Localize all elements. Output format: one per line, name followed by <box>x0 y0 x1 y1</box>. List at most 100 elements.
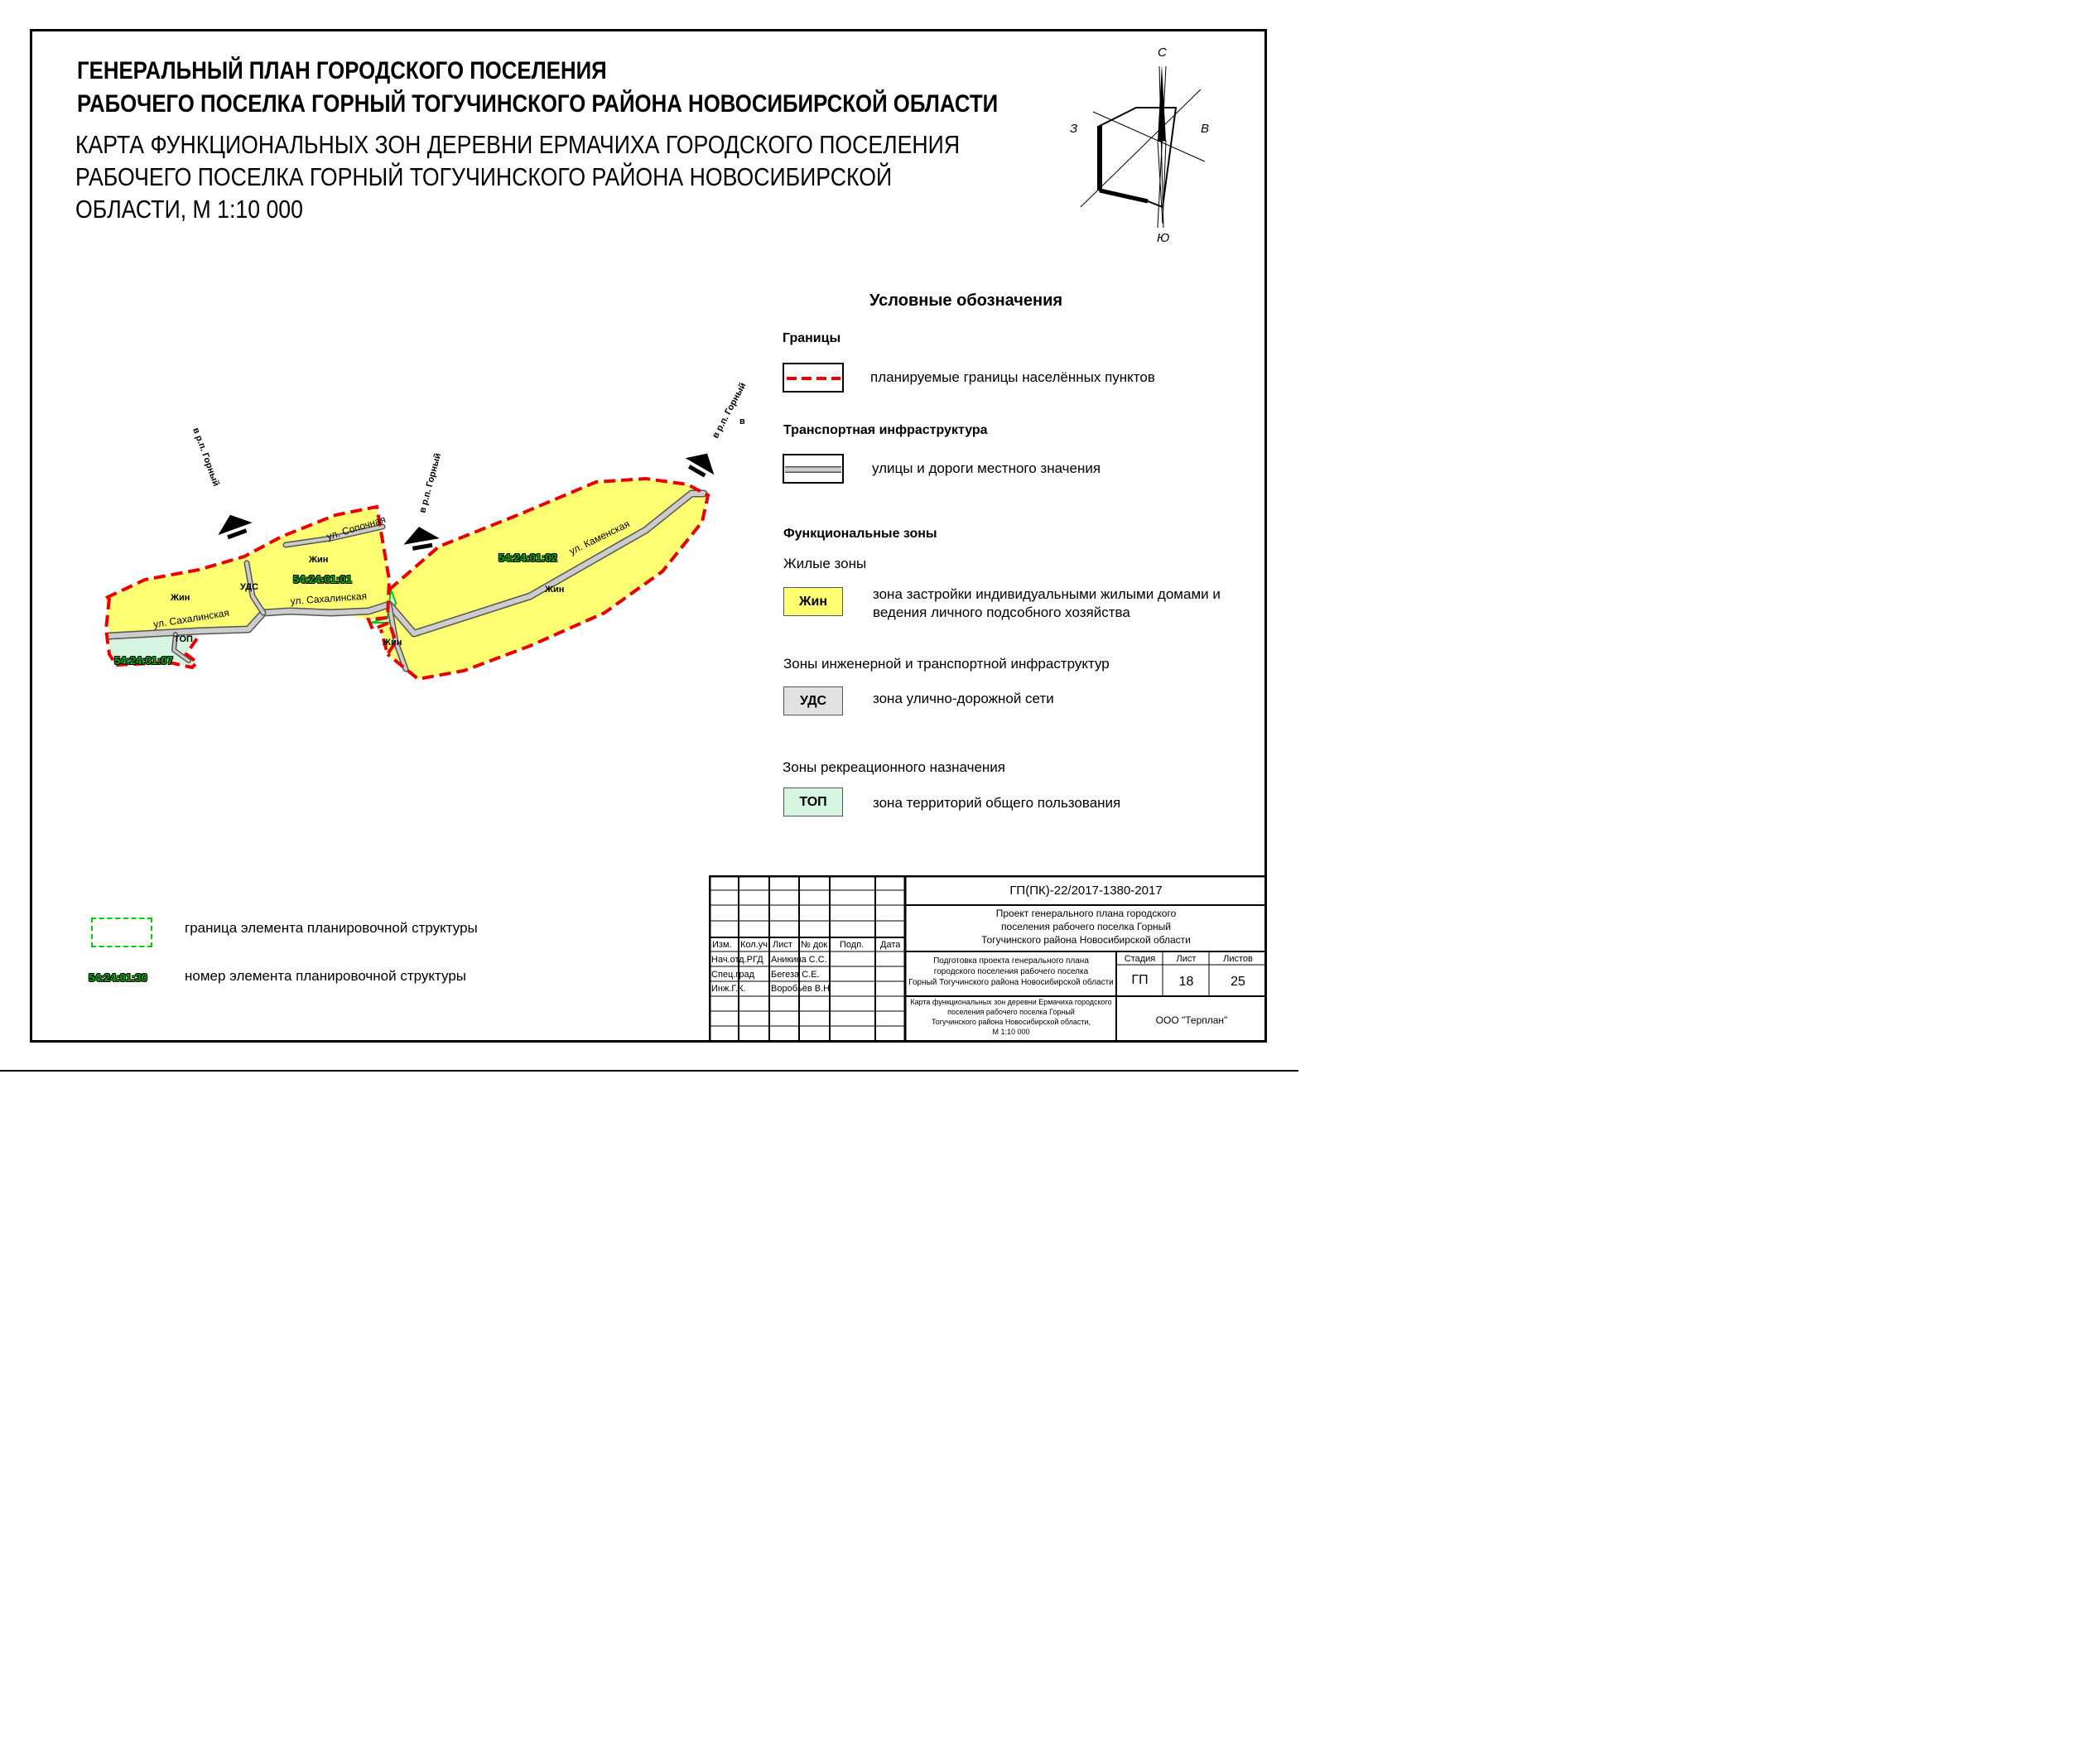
zone-label-uds: УДС <box>240 582 258 592</box>
element-boundary-text: граница элемента планировочной структуры <box>185 920 478 936</box>
zone-label-zhin-south: Жин <box>382 638 402 648</box>
road-top-loop-fill <box>172 633 190 662</box>
road-sopochnaya-fill <box>284 525 384 547</box>
map-caption-line2: поселения рабочего поселка Горный <box>947 1008 1075 1016</box>
compass-rose: С Ю В З <box>1070 46 1209 245</box>
road-uds-link-fill <box>245 561 265 614</box>
compass-north: С <box>1158 46 1167 60</box>
zone-label-zhin-west: Жин <box>170 593 190 603</box>
main-title-line2: РАБОЧЕГО ПОСЕЛКА ГОРНЫЙ ТОГУЧИНСКОГО РАЙ… <box>77 90 999 118</box>
sheet-value: 18 <box>1178 975 1194 989</box>
work-line1: Подготовка проекта генерального плана <box>933 956 1089 966</box>
map-caption-line4: М 1:10 000 <box>992 1028 1030 1036</box>
legend-zhin-box: Жин <box>783 587 843 616</box>
map-caption: Карта функциональных зон деревни Ермачих… <box>906 997 1116 1037</box>
title-block: ГП(ПК)-22/2017-1380-2017 Проект генераль… <box>709 875 1267 1043</box>
direction-label-west: в р.п. Горный <box>190 426 221 488</box>
main-title: ГЕНЕРАЛЬНЫЙ ПЛАН ГОРОДСКОГО ПОСЕЛЕНИЯ РА… <box>77 55 998 121</box>
header-podp: Подп. <box>840 940 865 950</box>
legend-residential-heading: Жилые зоны <box>783 556 867 571</box>
legend-planned-boundary-text: планируемые границы населённых пунктов <box>870 369 1155 385</box>
element-number-east: 54:24:01:02 <box>499 552 557 564</box>
work-line3: Горный Тогучинского района Новосибирской… <box>908 978 1114 987</box>
map-title-line3: ОБЛАСТИ, М 1:10 000 <box>75 195 303 224</box>
map-caption-line1: Карта функциональных зон деревни Ермачих… <box>910 998 1112 1006</box>
role-2: Спец.град <box>711 970 755 980</box>
element-number-west: 54:24:01:07 <box>114 654 173 667</box>
legend-transport-heading: Транспортная инфраструктура <box>783 423 988 437</box>
zone-label-zhin-east: Жин <box>544 585 564 595</box>
map-title-line2: РАБОЧЕГО ПОСЕЛКА ГОРНЫЙ ТОГУЧИНСКОГО РАЙ… <box>75 162 893 191</box>
zone-residential-east <box>381 479 708 679</box>
direction-arrow-east <box>685 453 715 478</box>
element-number-sample: 54:24:01:30 <box>89 971 147 984</box>
legend-planned-boundary-symbol <box>783 363 844 393</box>
project-line3: Тогучинского района Новосибирской област… <box>981 934 1191 946</box>
road-south-branch-fill <box>388 603 407 671</box>
compass-south: Ю <box>1157 231 1169 245</box>
compass-needle <box>1158 65 1166 141</box>
work-line2: городского поселения рабочего поселка <box>933 967 1089 976</box>
legend-uds-text: зона улично-дорожной сети <box>873 691 1054 706</box>
header-list: Лист <box>773 940 792 950</box>
name-1: Аникина С.С. <box>771 955 827 965</box>
road-sakhalinskaya-fill <box>107 491 706 638</box>
legend-roads-symbol <box>783 454 844 484</box>
legend-zhin-text: зона застройки индивидуальными жилыми до… <box>873 585 1221 622</box>
work-title: Подготовка проекта генерального плана го… <box>906 956 1116 988</box>
compass-needle-tail <box>1157 140 1167 224</box>
element-number-text: номер элемента планировочной структуры <box>185 968 466 984</box>
map-title: КАРТА ФУНКЦИОНАЛЬНЫХ ЗОН ДЕРЕВНИ ЕРМАЧИХ… <box>75 128 960 225</box>
boundary-east <box>386 476 710 682</box>
compass-east: В <box>1201 122 1209 136</box>
direction-label-east: в р.п. Горный <box>710 381 748 440</box>
header-ndok: № док <box>801 940 828 950</box>
header-data: Дата <box>880 940 901 950</box>
bottom-rule <box>0 1070 1298 1072</box>
stage-value: ГП <box>1131 973 1149 987</box>
role-3: Инж.Г.К. <box>711 984 746 994</box>
element-boundary-symbol <box>91 918 152 947</box>
main-title-line1: ГЕНЕРАЛЬНЫЙ ПЛАН ГОРОДСКОГО ПОСЕЛЕНИЯ <box>77 57 607 84</box>
legend-top-box: ТОП <box>783 788 843 817</box>
role-1: Нач.отд.РГД <box>711 955 763 965</box>
sheet-frame <box>30 29 1267 1043</box>
map-caption-line3: Тогучинского района Новосибирской област… <box>931 1018 1091 1026</box>
map-title-line1: КАРТА ФУНКЦИОНАЛЬНЫХ ЗОН ДЕРЕВНИ ЕРМАЧИХ… <box>75 130 961 159</box>
legend-infra-heading: Зоны инженерной и транспортной инфрастру… <box>783 656 1110 672</box>
sheet-label: Лист <box>1176 954 1197 964</box>
project-name: Проект генерального плана городского пос… <box>906 907 1266 947</box>
direction-arrow-middle <box>403 527 440 551</box>
doc-code: ГП(ПК)-22/2017-1380-2017 <box>1009 884 1163 898</box>
legend-title: Условные обозначения <box>869 291 1063 310</box>
legend-uds-box: УДС <box>783 686 843 715</box>
direction-label-middle: в р.п. Горный <box>417 452 443 514</box>
compass-thick-bottom <box>1099 188 1149 204</box>
name-2: Бегеза С.Е. <box>771 970 820 980</box>
legend-zhin-line2: ведения личного подсобного хозяйства <box>873 605 1130 620</box>
header-koluch: Кол.уч <box>740 940 768 950</box>
direction-letter-east: в <box>739 417 745 426</box>
settlement-map: в р.п. Горный в р.п. Горный в р.п. Горны… <box>104 381 749 682</box>
legend-zones-heading: Функциональные зоны <box>783 527 937 541</box>
element-number-middle: 54:24:01:01 <box>293 573 352 585</box>
legend-zhin-line1: зона застройки индивидуальными жилыми до… <box>873 586 1221 602</box>
direction-arrow-west <box>218 514 253 540</box>
zone-label-zhin-north: Жин <box>308 555 328 565</box>
boundary-west <box>104 504 398 670</box>
legend-borders-heading: Границы <box>783 331 841 345</box>
compass-west: З <box>1070 122 1077 136</box>
legend-recreation-heading: Зоны рекреационного назначения <box>783 759 1006 775</box>
street-label-sakhalinskaya-mid: ул. Сахалинская <box>290 590 367 607</box>
project-line1: Проект генерального плана городского <box>995 908 1177 919</box>
legend-roads-text: улицы и дороги местного значения <box>872 460 1101 476</box>
sheets-label: Листов <box>1223 954 1253 964</box>
name-3: Воробьёв В.Н <box>771 984 831 994</box>
zone-label-top: ТОП <box>174 634 193 644</box>
sheets-value: 25 <box>1231 975 1245 989</box>
road-network <box>105 489 708 672</box>
stage-label: Стадия <box>1124 954 1156 964</box>
company-name: ООО "Терплан" <box>1155 1014 1228 1026</box>
title-block-grid <box>709 875 1267 1043</box>
project-line2: поселения рабочего поселка Горный <box>1001 921 1171 932</box>
